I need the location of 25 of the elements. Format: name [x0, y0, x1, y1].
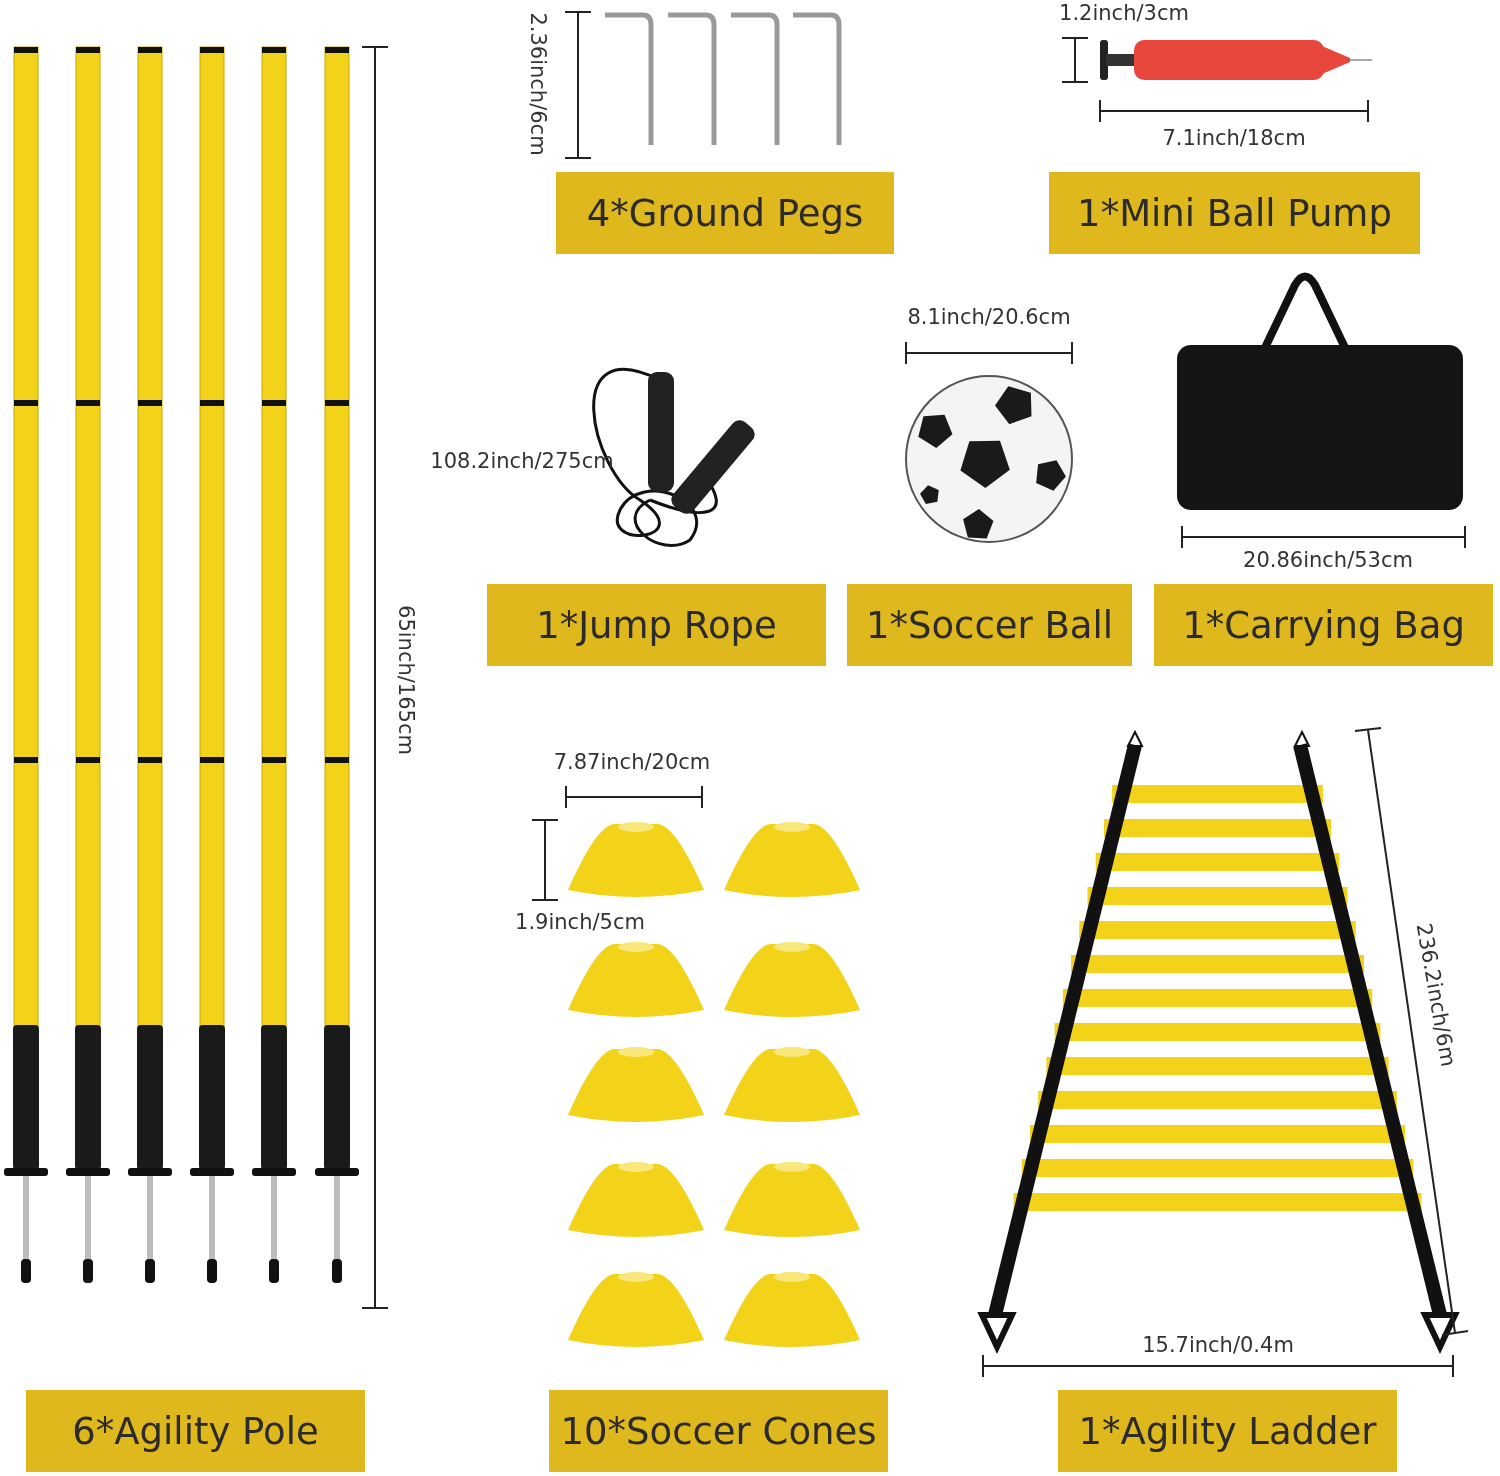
dimension-label: 1.2inch/3cm [1059, 1, 1189, 25]
dimension-label: 7.1inch/18cm [1162, 126, 1306, 150]
label-banner [26, 1390, 365, 1472]
dimension-label: 65inch/165cm [394, 605, 418, 755]
item-label: 1*Carrying Bag [1182, 603, 1465, 647]
item-label: 1*Mini Ball Pump [1077, 191, 1392, 235]
item-label: 10*Soccer Cones [560, 1409, 877, 1453]
label-banner [487, 584, 826, 666]
label-banner [556, 172, 894, 254]
label-banner [1154, 584, 1493, 666]
dimension-label: 15.7inch/0.4m [1142, 1333, 1294, 1357]
item-label: 1*Agility Ladder [1078, 1409, 1377, 1453]
label-banner [549, 1390, 888, 1472]
item-label: 4*Ground Pegs [586, 191, 864, 235]
item-label: 1*Jump Rope [536, 603, 777, 647]
label-banner [1058, 1390, 1397, 1472]
item-label: 6*Agility Pole [72, 1409, 319, 1453]
label-banner [847, 584, 1132, 666]
label-banner [1049, 172, 1420, 254]
item-label: 1*Soccer Ball [865, 603, 1114, 647]
dimension-label: 2.36inch/6cm [526, 12, 550, 156]
dimension-label: 7.87inch/20cm [553, 750, 711, 774]
dimension-label: 1.9inch/5cm [515, 910, 645, 934]
dimension-label: 20.86inch/53cm [1243, 548, 1413, 572]
dimension-label: 8.1inch/20.6cm [907, 305, 1071, 329]
